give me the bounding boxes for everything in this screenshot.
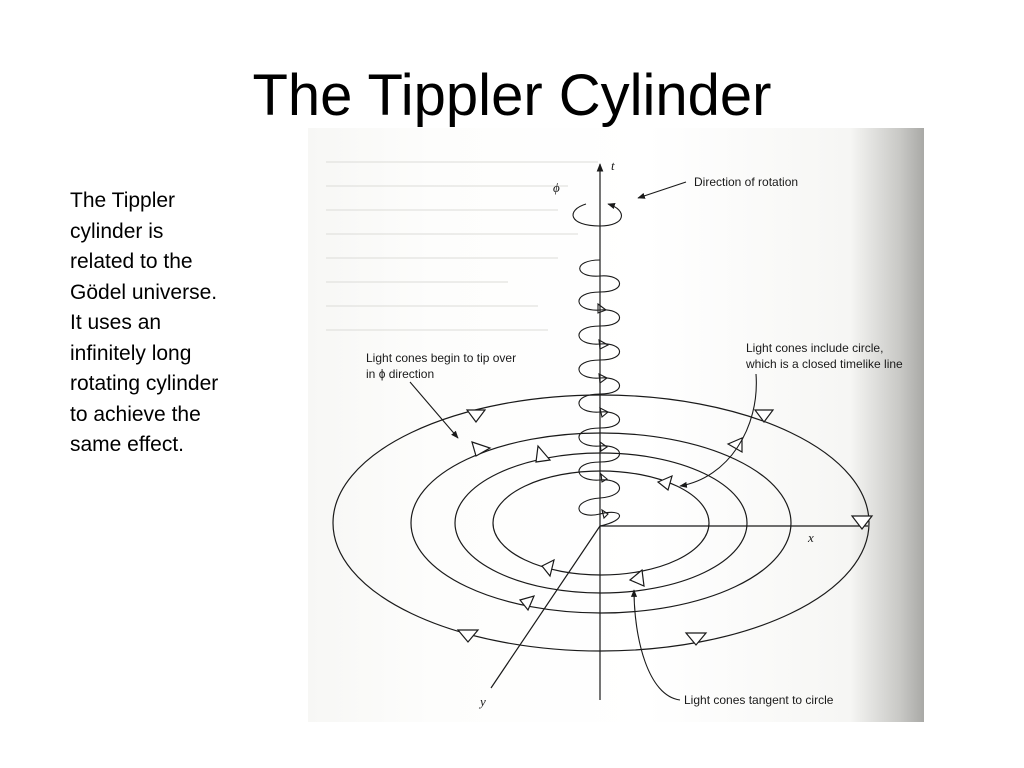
- orbit-ellipse-3: [454, 452, 748, 594]
- label-tip-prefix: in: [366, 367, 379, 381]
- light-cone-icon: [535, 444, 552, 463]
- body-line: related to the: [70, 250, 193, 273]
- body-line: Gödel universe.: [70, 280, 218, 304]
- rotation-icon: [572, 203, 622, 227]
- orbit-ellipse-outer: [332, 394, 870, 652]
- label-include-line-2: which is a closed timelike line: [745, 357, 903, 371]
- ellipse-light-cones: [456, 409, 874, 646]
- light-cone-icon: [599, 406, 609, 419]
- body-text: The Tippler cylinder is related to the G…: [70, 186, 310, 461]
- light-cone-icon: [471, 441, 492, 457]
- phi-label: ϕ: [553, 180, 560, 195]
- light-cone-icon: [600, 472, 608, 483]
- light-cone-icon: [850, 515, 874, 530]
- orbit-ellipses: [332, 394, 870, 652]
- light-cone-icon: [601, 508, 609, 520]
- body-line: The Tippler: [70, 189, 176, 212]
- light-cone-icon: [628, 568, 645, 587]
- label-direction-of-rotation: Direction of rotation: [694, 175, 798, 189]
- light-cone-icon: [597, 302, 608, 314]
- light-cone-icon: [465, 409, 487, 423]
- arrow-tip: [409, 381, 459, 439]
- annotation-arrows: [409, 181, 757, 701]
- label-tip-phi: ϕ: [379, 367, 386, 381]
- axis-light-cones: [597, 302, 610, 520]
- body-line: It uses an: [70, 311, 162, 334]
- axis-x-label: x: [807, 530, 814, 545]
- spacetime-diagram: t x y ϕ Direction of rotation Light cone…: [326, 158, 903, 709]
- arrow-rotation: [637, 181, 687, 199]
- light-cone-icon: [598, 339, 610, 350]
- light-cone-icon: [518, 595, 536, 612]
- orbit-ellipse-2: [410, 432, 792, 614]
- light-cone-icon: [753, 409, 775, 423]
- axis-t-label: t: [611, 158, 615, 173]
- orbit-ellipse-inner: [492, 470, 710, 576]
- scan-texture: [326, 161, 598, 331]
- body-line: same effect.: [70, 433, 185, 456]
- body-line: cylinder is: [70, 219, 164, 243]
- light-cone-icon: [726, 437, 743, 454]
- light-cone-icon: [599, 440, 608, 452]
- light-cone-icon: [541, 558, 555, 578]
- label-tangent: Light cones tangent to circle: [684, 693, 834, 707]
- slide-title: The Tippler Cylinder: [252, 63, 772, 128]
- arrow-tangent: [630, 589, 681, 701]
- spacetime-diagram-image: t x y ϕ Direction of rotation Light cone…: [308, 128, 924, 722]
- light-cone-icon: [456, 629, 480, 643]
- label-include-line-1: Light cones include circle,: [746, 341, 883, 355]
- arrow-include: [679, 373, 757, 488]
- helix-worldline: [578, 259, 620, 527]
- label-tip-suffix: direction: [385, 367, 434, 381]
- body-line: infinitely long: [70, 341, 192, 365]
- label-tip-line-1: Light cones begin to tip over: [366, 351, 516, 365]
- light-cone-icon: [656, 474, 673, 492]
- axis-y-label: y: [478, 694, 486, 709]
- light-cone-icon: [684, 632, 708, 646]
- body-line: to achieve the: [70, 402, 201, 426]
- axes: [490, 163, 868, 700]
- body-line: rotating cylinder: [70, 372, 219, 395]
- light-cone-icon: [598, 373, 609, 384]
- y-axis: [490, 525, 601, 689]
- label-tip-line-2: in ϕ direction: [366, 367, 434, 381]
